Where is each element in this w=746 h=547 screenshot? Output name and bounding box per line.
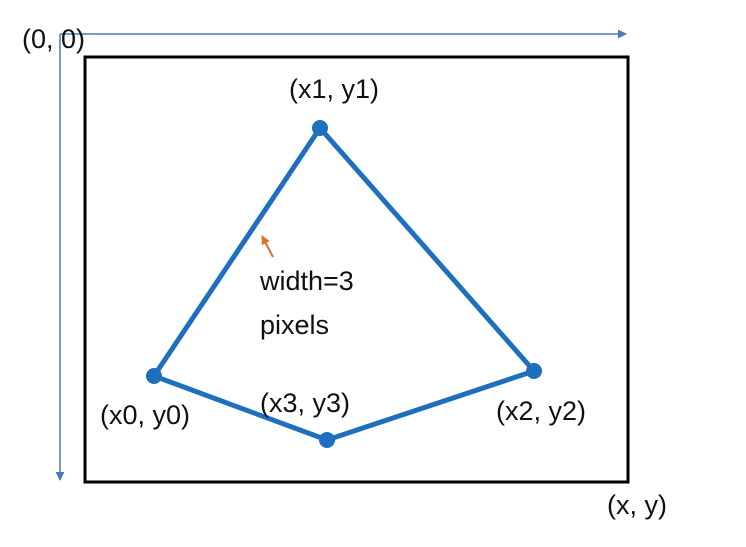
- corner-label: (x, y): [607, 490, 667, 520]
- point-label-p0: (x0, y0): [100, 400, 190, 430]
- vertex-p2: [526, 363, 542, 379]
- point-label-p3: (x3, y3): [260, 388, 350, 418]
- image-frame: [83, 55, 630, 484]
- width-annotation-line1: width=3: [259, 266, 354, 296]
- width-annotation-arrow: [261, 235, 274, 258]
- point-label-p1: (x1, y1): [289, 74, 379, 104]
- point-label-p2: (x2, y2): [496, 396, 586, 426]
- origin-label: (0, 0): [22, 24, 85, 54]
- vertex-p1: [312, 120, 328, 136]
- vertex-p3: [319, 432, 335, 448]
- vertex-p0: [146, 368, 162, 384]
- width-annotation-line2: pixels: [260, 310, 329, 340]
